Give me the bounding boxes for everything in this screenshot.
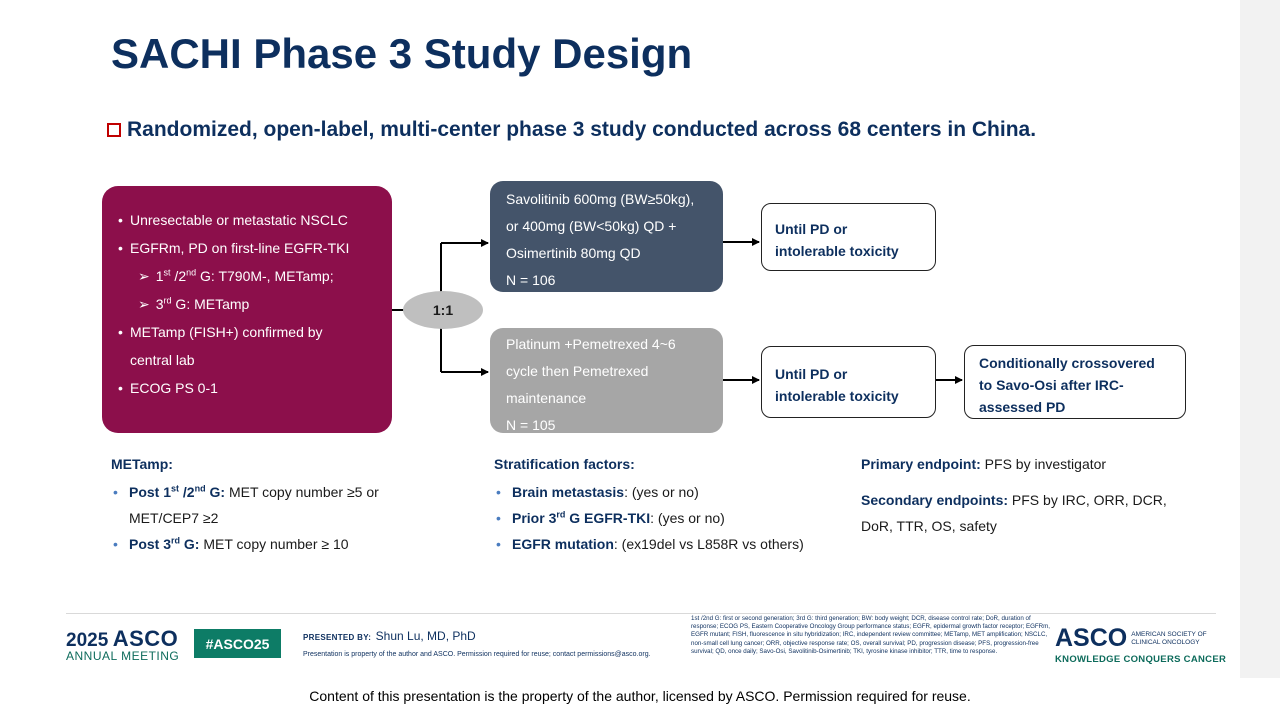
arm2-line: maintenance <box>506 390 587 406</box>
copyright-caption: Content of this presentation is the prop… <box>309 688 971 704</box>
eligibility-item-continuation: central lab <box>130 352 195 368</box>
arrowhead-bullet-icon: ➢ <box>138 296 150 312</box>
eligibility-item: METamp (FISH+) confirmed by <box>118 318 380 346</box>
stratification-bullet: Brain metastasis: (yes or no) <box>494 479 804 505</box>
arm2-n: N = 105 <box>506 417 556 433</box>
metamp-bullet-continuation: MET/CEP7 ≥2 <box>129 510 219 526</box>
eligibility-subitem: ➢3rd G: METamp <box>138 295 250 312</box>
presenter-name: Shun Lu, MD, PhD <box>375 629 476 643</box>
primary-endpoint: Primary endpoint: PFS by investigator <box>861 456 1107 472</box>
abbreviations-footnote: 1st /2nd G: first or second generation; … <box>691 615 1051 655</box>
presenter-info: PRESENTED BY: Shun Lu, MD, PhD Presentat… <box>303 627 651 658</box>
eligibility-box: Unresectable or metastatic NSCLC EGFRm, … <box>102 186 392 433</box>
eligibility-subitem: ➢1st /2nd G: T790M-, METamp; <box>138 267 334 284</box>
property-note: Presentation is property of the author a… <box>303 651 651 658</box>
slide: SACHI Phase 3 Study Design Randomized, o… <box>0 0 1240 678</box>
hashtag-badge: #ASCO25 <box>194 629 281 658</box>
slide-edge <box>1240 0 1280 678</box>
connector-lines <box>392 238 963 384</box>
eligibility-item: EGFRm, PD on first-line EGFR-TKI <box>118 234 380 262</box>
arm1-n: N = 106 <box>506 272 556 288</box>
slide-title: SACHI Phase 3 Study Design <box>111 30 693 77</box>
metamp-section: METamp: Post 1st /2nd G: MET copy number… <box>111 451 379 557</box>
slide-subtitle: Randomized, open-label, multi-center pha… <box>107 118 1036 142</box>
metamp-heading: METamp: <box>111 456 173 472</box>
metamp-bullet: Post 3rd G: MET copy number ≥ 10 <box>111 531 379 557</box>
arm2-box: Platinum +Pemetrexed 4~6 cycle then Peme… <box>490 328 723 433</box>
endpoints-section: Primary endpoint: PFS by investigator Se… <box>861 451 1167 539</box>
arm1-line: Savolitinib 600mg (BW≥50kg), <box>506 191 695 207</box>
presented-by-label: PRESENTED BY: <box>303 633 372 642</box>
secondary-endpoints-continuation: DoR, TTR, OS, safety <box>861 518 997 534</box>
arm1-line: or 400mg (BW<50kg) QD + <box>506 218 677 234</box>
arm1-box: Savolitinib 600mg (BW≥50kg), or 400mg (B… <box>490 181 723 292</box>
asco-annual-meeting-logo: 2025 ASCO ANNUAL MEETING <box>66 626 180 663</box>
arm1-line: Osimertinib 80mg QD <box>506 245 641 261</box>
stratification-bullet: EGFR mutation: (ex19del vs L858R vs othe… <box>494 531 804 557</box>
arm2-line: Platinum +Pemetrexed 4~6 <box>506 336 676 352</box>
subtitle-text: Randomized, open-label, multi-center pha… <box>127 118 1037 141</box>
eligibility-item: Unresectable or metastatic NSCLC <box>118 206 380 234</box>
arrowhead-bullet-icon: ➢ <box>138 268 150 284</box>
outcome-box-arm2: Until PD or intolerable toxicity <box>761 346 936 418</box>
arm2-line: cycle then Pemetrexed <box>506 363 649 379</box>
stratification-section: Stratification factors: Brain metastasis… <box>494 451 804 557</box>
footer-divider <box>66 613 1216 614</box>
metamp-bullet: Post 1st /2nd G: MET copy number ≥5 or <box>111 479 379 505</box>
square-bullet-icon <box>107 123 121 137</box>
crossover-box: Conditionally crossovered to Savo-Osi af… <box>964 345 1186 419</box>
outcome-box-arm1: Until PD or intolerable toxicity <box>761 203 936 271</box>
eligibility-item: ECOG PS 0-1 <box>118 374 380 402</box>
secondary-endpoints: Secondary endpoints: PFS by IRC, ORR, DC… <box>861 492 1167 508</box>
stratification-bullet: Prior 3rd G EGFR-TKI: (yes or no) <box>494 505 804 531</box>
stratification-heading: Stratification factors: <box>494 456 635 472</box>
randomization-ratio: 1:1 <box>403 291 483 329</box>
